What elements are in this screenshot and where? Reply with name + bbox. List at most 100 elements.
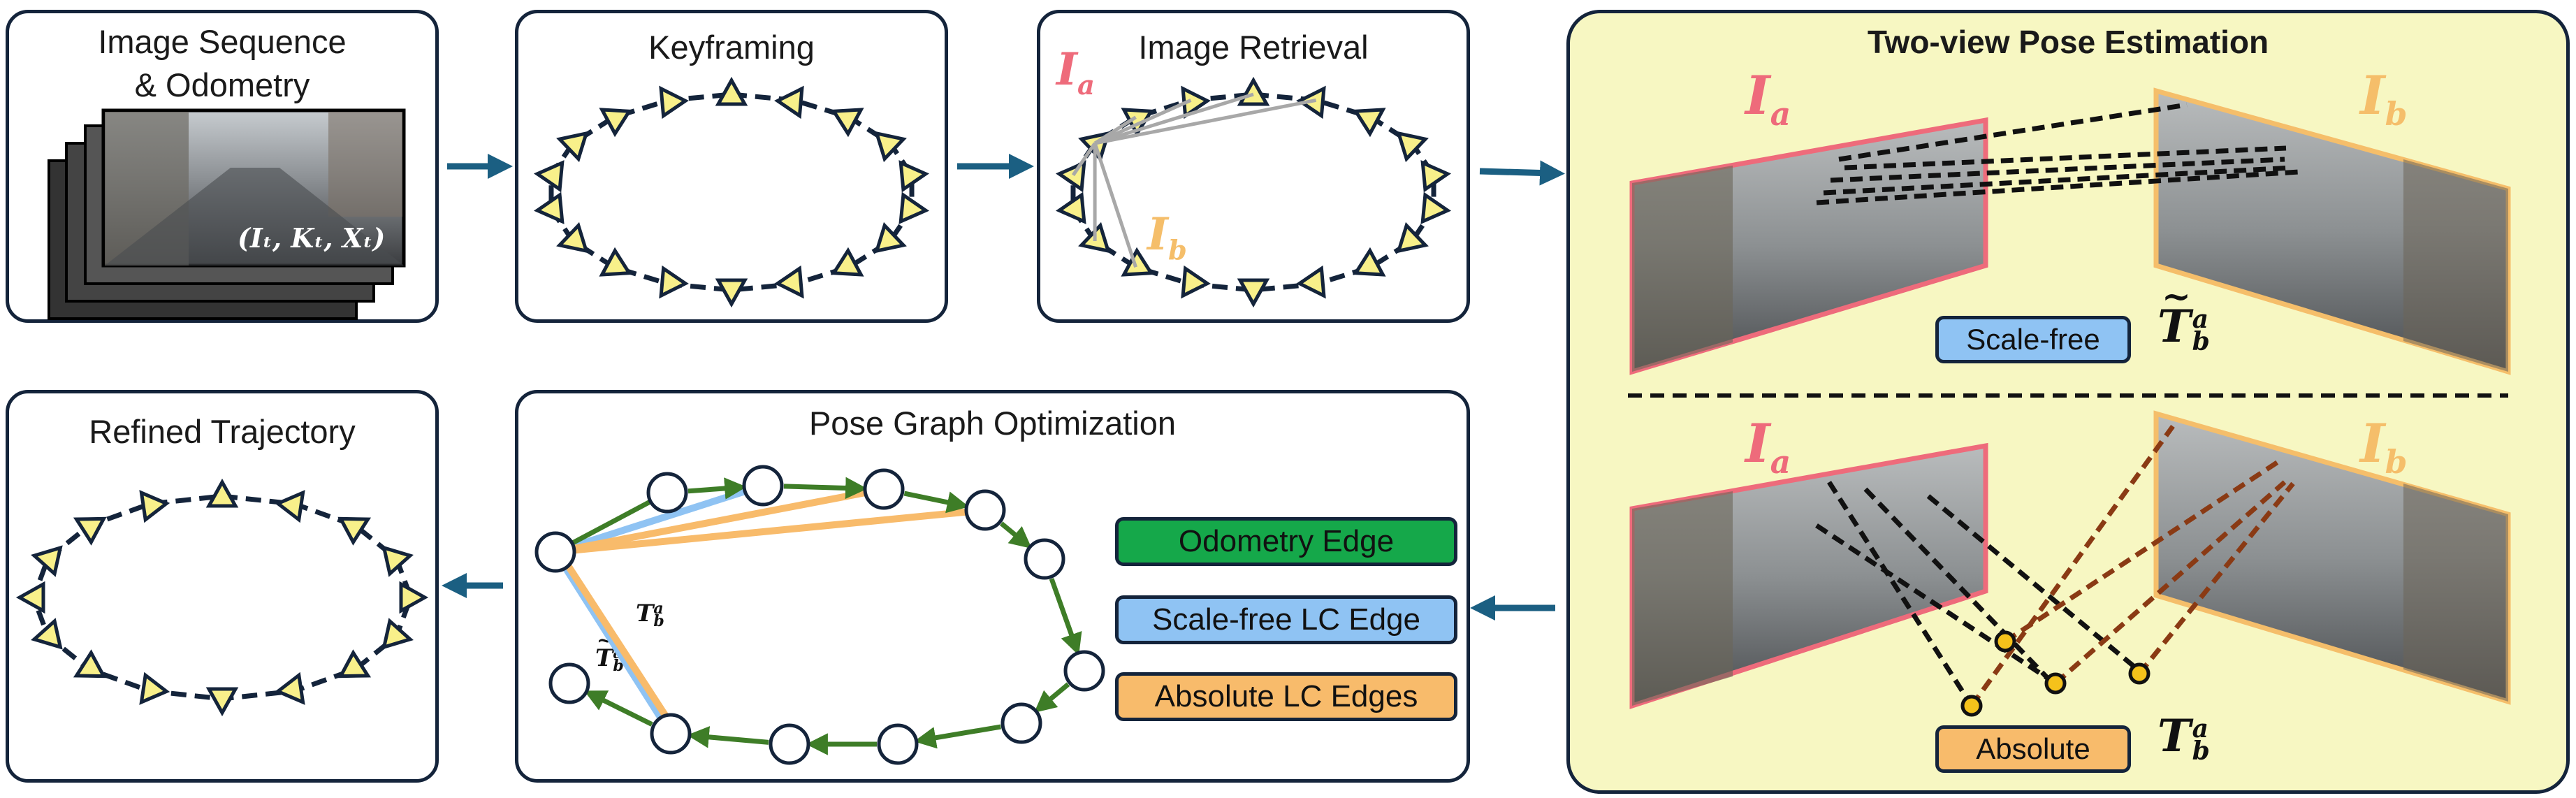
keyframe-triangle (274, 490, 305, 523)
keyframe-triangle (31, 618, 63, 650)
panel-title: Keyframing (648, 29, 815, 66)
triangulation-lines (1815, 424, 2295, 708)
odometry-edge (914, 724, 1002, 749)
retrieval-label-a: Ia (1056, 43, 1095, 101)
panel-title-line2: & Odometry (134, 66, 310, 103)
keyframe-triangle (1396, 222, 1429, 254)
keyframe-triangle (1181, 265, 1211, 299)
absolute-lc-edge (555, 486, 885, 556)
keyframe-triangle (898, 160, 930, 193)
keyframe-triangle (337, 649, 372, 679)
odometry-edge (554, 488, 676, 555)
keyframe-triangle (533, 191, 565, 224)
retrieval-candidate-edge (1094, 98, 1317, 145)
pose-node (548, 662, 590, 704)
pose-node (646, 472, 688, 514)
pose-node (964, 489, 1006, 531)
keyframe-triangle (31, 545, 63, 577)
keyframe-triangle (381, 618, 414, 650)
flow-arrow-3 (1479, 160, 1565, 186)
pose-graph (534, 465, 1105, 765)
retrieval-label-b: Ib (1147, 208, 1187, 266)
absolute-badge: Absolute (1935, 725, 2131, 773)
keyframe-triangle (15, 581, 45, 614)
pose-node (1024, 538, 1065, 580)
camera-image-a-bottom (1629, 442, 1988, 709)
panel-title: Refined Trajectory (89, 413, 356, 450)
refined-trajectory (15, 478, 429, 717)
twoview-top-label-b: Ib (2360, 64, 2408, 133)
absolute-lc-edge (555, 507, 986, 556)
scale-free-badge: Scale-free (1935, 316, 2131, 363)
panel-title: Two-view Pose Estimation (1867, 24, 2269, 60)
keyframe-triangle (715, 76, 748, 106)
scale-free-lc-edge (552, 550, 674, 736)
keyframe-triangle (1420, 160, 1452, 193)
trajectory-path (548, 92, 915, 293)
feature-matches-top (1816, 102, 2299, 205)
keyframe-trajectory (533, 76, 930, 308)
odometry-edge (1049, 578, 1082, 655)
keyframe-triangle (399, 581, 429, 614)
legend-absolute-lc-edges: Absolute LC Edges (1115, 672, 1457, 721)
pose-node (1063, 650, 1105, 692)
keyframe-triangle (556, 131, 589, 163)
keyframe-triangle (337, 516, 372, 546)
twoview-bottom-label-a: Ia (1745, 412, 1791, 481)
panel-image-retrieval: Image Retrieval (1037, 10, 1470, 323)
pose-node (650, 713, 692, 755)
panel-title-line1: Image Sequence (98, 23, 347, 60)
odometry-edge (999, 521, 1032, 549)
pose-node (742, 465, 784, 507)
retrieval-candidate-edge (1071, 142, 1097, 177)
keyframe-triangle (274, 672, 305, 705)
keyframe-triangle (73, 516, 107, 546)
keyframe-triangle (830, 108, 864, 138)
keyframe-triangle (659, 265, 689, 299)
camera-image-b-top (2153, 87, 2511, 375)
camera-image-a-top (1629, 117, 1988, 375)
odometry-edge (687, 726, 769, 748)
panel-title: Image Retrieval (1138, 29, 1369, 66)
retrieval-trajectory (1055, 76, 1452, 308)
keyframe-triangle (1237, 278, 1270, 308)
keyframe-triangle (381, 545, 414, 577)
keyframe-triangle (599, 247, 633, 277)
keyframe-triangle (73, 649, 107, 679)
pose-node (769, 723, 810, 765)
keyframe-triangle (898, 191, 930, 224)
keyframe-triangle (1352, 108, 1386, 138)
odometry-edge (1033, 682, 1070, 713)
panel-title: Pose Graph Optimization (808, 405, 1177, 442)
keyframe-triangle (659, 85, 689, 119)
sequence-tuple: (Iₜ, Kₜ, Xₜ) (238, 222, 386, 254)
absolute-lc-edge (558, 553, 680, 734)
odometry-edge (687, 477, 747, 500)
pose-node (877, 723, 919, 765)
keyframe-triangle (874, 222, 907, 254)
pose-node (534, 531, 576, 573)
panel-keyframing: Keyframing (515, 10, 948, 323)
retrieval-candidate-edge (1094, 92, 1254, 145)
retrieval-candidate-edge (1093, 143, 1137, 268)
panel-refined-trajectory: Refined Trajectory (6, 390, 439, 783)
retrieval-candidate-edge (1094, 99, 1192, 145)
keyframe-triangle (139, 672, 170, 705)
legend-odometry-edge: Odometry Edge (1115, 517, 1457, 566)
legend-scale-free-lc-edge: Scale-free LC Edge (1115, 595, 1457, 644)
odometry-edge (903, 491, 970, 514)
keyframe-triangle (205, 478, 239, 508)
keyframe-triangle (1055, 191, 1086, 224)
keyframe-triangle (1121, 247, 1155, 277)
odometry-edge (583, 690, 653, 727)
pose-node (1000, 702, 1042, 744)
odometry-edge (783, 477, 868, 500)
keyframe-triangle (830, 247, 864, 277)
keyframe-triangle (715, 278, 748, 308)
3d-points (1960, 630, 2151, 717)
